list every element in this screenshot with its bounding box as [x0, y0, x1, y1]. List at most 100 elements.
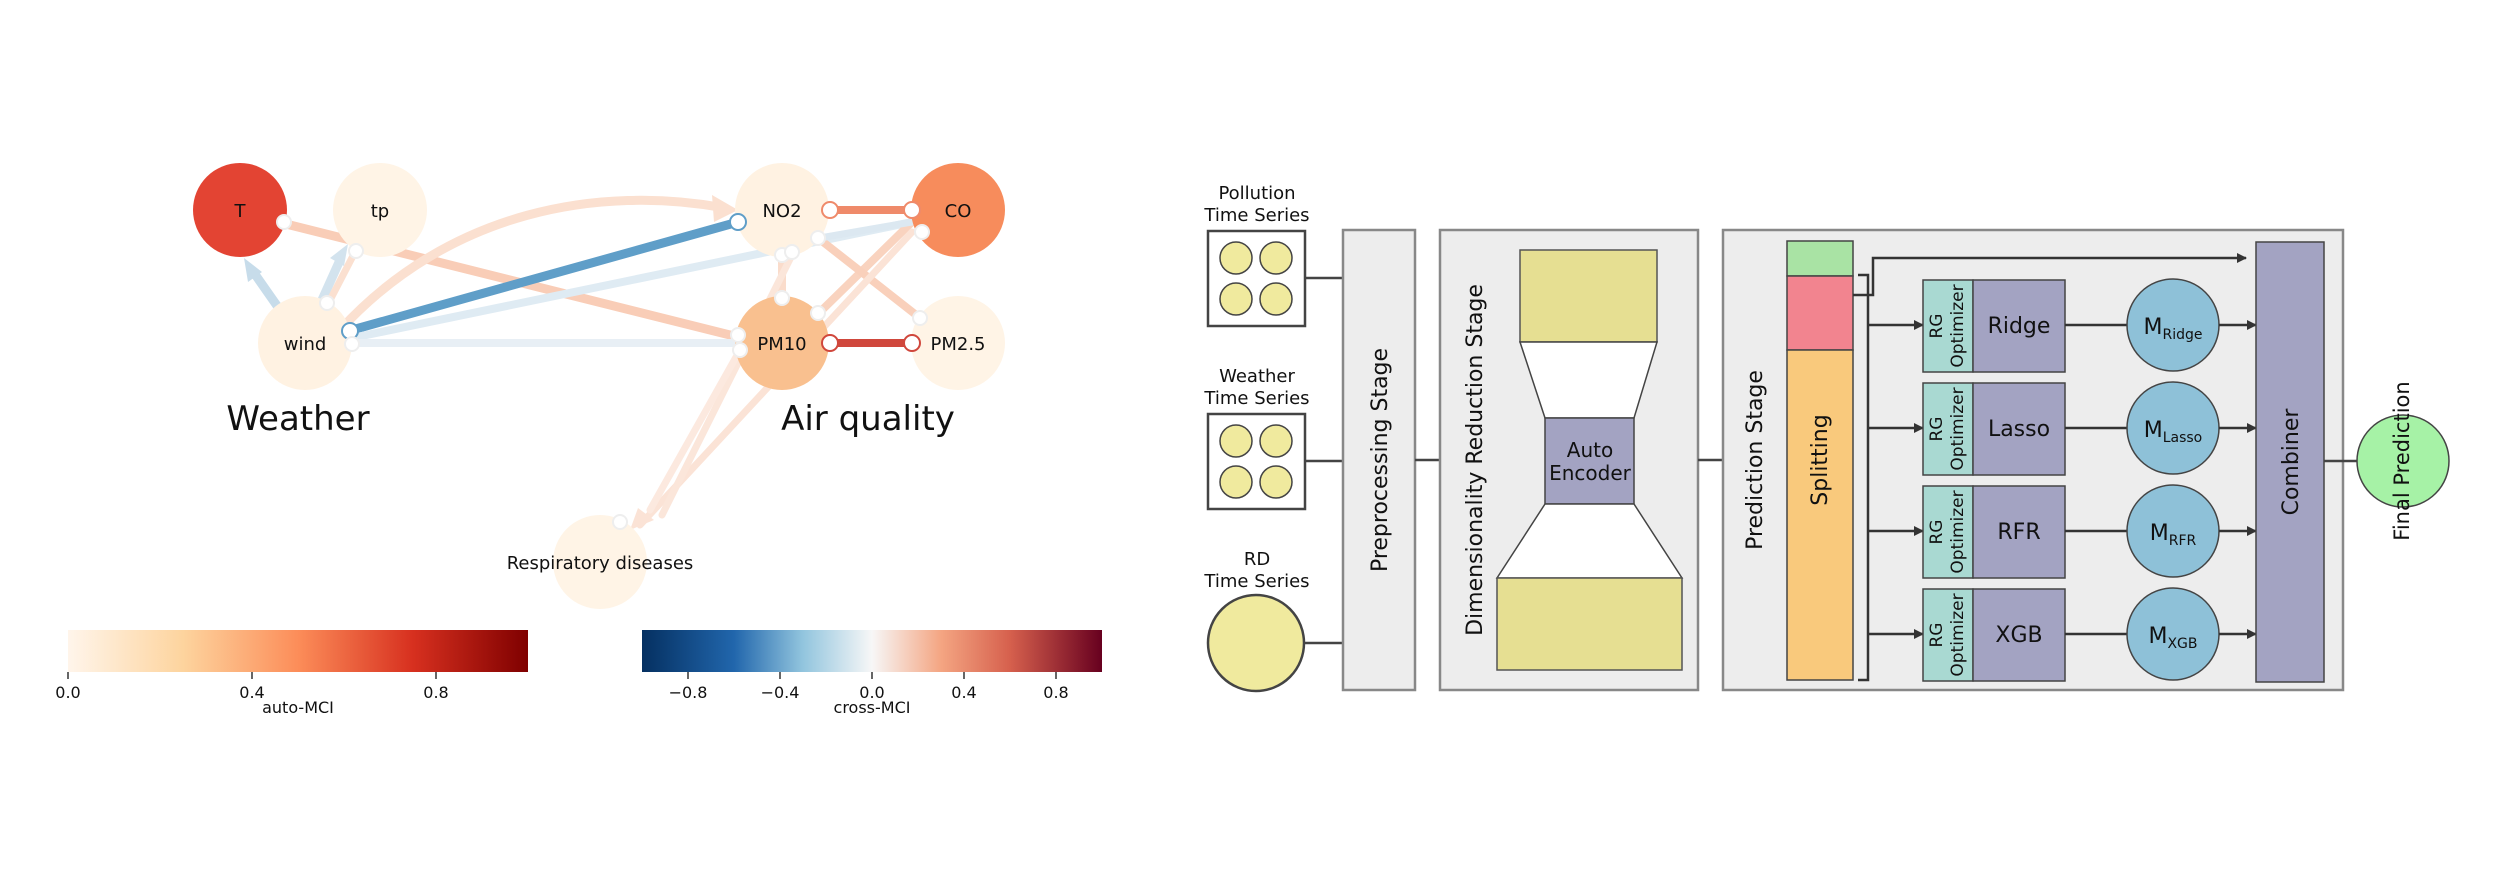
- colorbar-cross-gradient: [642, 630, 1102, 672]
- split-pink: [1786, 275, 1854, 351]
- model-output-circle: [2126, 484, 2220, 578]
- endpoint-marker: [729, 213, 747, 231]
- model-box: [1972, 485, 2066, 579]
- input-rd-label: Time Series: [1203, 571, 1309, 592]
- dimensionality-stage-label: Dimensionality Reduction Stage: [1463, 284, 1488, 636]
- model-name: Ridge: [1988, 314, 2051, 339]
- node-tp-label: tp: [371, 201, 389, 222]
- optimizer-box: [1922, 382, 1974, 476]
- ae-input-block: [1519, 249, 1658, 343]
- model-name: XGB: [1995, 623, 2042, 648]
- group-label-air-quality: Air quality: [781, 399, 955, 439]
- ae-encoder-trapezoid: [1518, 341, 1659, 419]
- colorbar-tick-label: −0.8: [669, 683, 708, 702]
- final-prediction-label: Final Prediction: [2390, 381, 2414, 540]
- input-box-frame: [1206, 229, 1307, 328]
- input-pollution-box: [1206, 229, 1307, 328]
- node-T: [193, 163, 287, 257]
- group-label-weather: Weather: [226, 399, 369, 439]
- endpoint-marker: [774, 290, 790, 306]
- model-box: [1972, 382, 2066, 476]
- model-output-m: M: [2144, 418, 2163, 443]
- endpoint-marker: [319, 295, 335, 311]
- node-tp: [333, 163, 427, 257]
- endpoint-marker: [344, 336, 360, 352]
- series-dot: [1259, 241, 1293, 275]
- endpoint-marker: [912, 310, 928, 326]
- endpoint-marker: [903, 334, 921, 352]
- edge-tp-wind: [324, 248, 359, 308]
- colorbar-tick-label: −0.4: [761, 683, 800, 702]
- model-output-sub: Lasso: [2163, 430, 2203, 446]
- endpoint-marker: [276, 214, 292, 230]
- model-output-circle: [2126, 278, 2220, 372]
- causal-graph: T tp wind NO2 CO PM10 PM2.5 Respiratory …: [55, 163, 1102, 717]
- preprocessing-stage-label: Preprocessing Stage: [1368, 348, 1393, 572]
- node-NO2: [735, 163, 829, 257]
- input-box-frame: [1206, 412, 1307, 511]
- input-rd-label: RD: [1244, 549, 1270, 570]
- series-dot: [1219, 282, 1253, 316]
- colorbar-cross-label: cross-MCI: [834, 698, 911, 717]
- colorbar-cross-mci: −0.8 −0.4 0.0 0.4 0.8 cross-MCI: [642, 630, 1102, 717]
- model-output-m: M: [2144, 315, 2163, 340]
- arrowhead-wind-tp: [330, 244, 348, 266]
- edge-PM10-resp: [646, 346, 744, 514]
- input-weather-box: [1206, 412, 1307, 511]
- node-wind-label: wind: [284, 334, 327, 355]
- model-name: Lasso: [1988, 417, 2050, 442]
- input-pollution-label: Time Series: [1203, 205, 1309, 226]
- model-output-sub: Ridge: [2162, 327, 2202, 343]
- graph-edges: [244, 195, 924, 530]
- model-output-m: M: [2148, 624, 2167, 649]
- optimizer-box: [1922, 485, 1974, 579]
- node-PM25-label: PM2.5: [930, 334, 985, 355]
- node-PM10-label: PM10: [757, 334, 806, 355]
- node-NO2-label: NO2: [762, 201, 801, 222]
- prediction-stage-label: Prediction Stage: [1743, 370, 1768, 550]
- ae-label: Encoder: [1549, 461, 1632, 485]
- splitting-label: Splitting: [1808, 414, 1833, 505]
- endpoint-marker: [810, 230, 826, 246]
- split-bracket: [1858, 273, 1870, 682]
- edge-endpoint-markers: [276, 201, 930, 530]
- endpoint-marker: [810, 305, 826, 321]
- series-dot: [1259, 465, 1293, 499]
- ae-label: Auto: [1567, 438, 1613, 462]
- colorbar-tick-label: 0.8: [423, 683, 448, 702]
- input-rd-circle: [1206, 593, 1306, 693]
- model-output-sub: RFR: [2169, 533, 2197, 549]
- arrowhead-wind-NO2: [712, 195, 738, 222]
- model-row-rfr: RG Optimizer RFR MRFR: [1868, 484, 2257, 579]
- edge-wind-tp: [317, 255, 345, 305]
- optimizer-label: RG: [1927, 314, 1947, 339]
- edge-wind-T: [247, 265, 285, 315]
- ae-latent-block: [1544, 417, 1635, 505]
- edge-wind-NO2-blue: [347, 217, 743, 335]
- node-wind: [258, 296, 352, 390]
- optimizer-label: RG: [1927, 417, 1947, 442]
- arrow-split-to-combiner: [1853, 253, 2247, 297]
- arrowhead-CO-resp: [630, 508, 654, 530]
- model-row-xgb: RG Optimizer XGB MXGB: [1868, 587, 2257, 682]
- node-CO-label: CO: [945, 201, 972, 222]
- edge-CO-PM10: [816, 218, 916, 316]
- endpoint-marker: [821, 201, 839, 219]
- colorbar-auto-gradient: [68, 630, 528, 672]
- endpoint-marker: [348, 243, 364, 259]
- optimizer-box: [1922, 279, 1974, 373]
- model-row-ridge: RG Optimizer Ridge MRidge: [1868, 278, 2257, 373]
- split-green: [1786, 240, 1854, 277]
- colorbar-tick-label: 0.0: [859, 683, 884, 702]
- arrowhead-wind-T: [244, 258, 262, 282]
- colorbar-auto-label: auto-MCI: [262, 698, 334, 717]
- ae-output-block: [1496, 577, 1683, 671]
- endpoint-marker: [612, 514, 628, 530]
- optimizer-label: Optimizer: [1948, 490, 1968, 573]
- optimizer-label: RG: [1927, 623, 1947, 648]
- series-dot: [1259, 282, 1293, 316]
- optimizer-label: Optimizer: [1948, 387, 1968, 470]
- colorbar-tick-label: 0.8: [1043, 683, 1068, 702]
- node-resp-label: Respiratory diseases: [507, 553, 694, 574]
